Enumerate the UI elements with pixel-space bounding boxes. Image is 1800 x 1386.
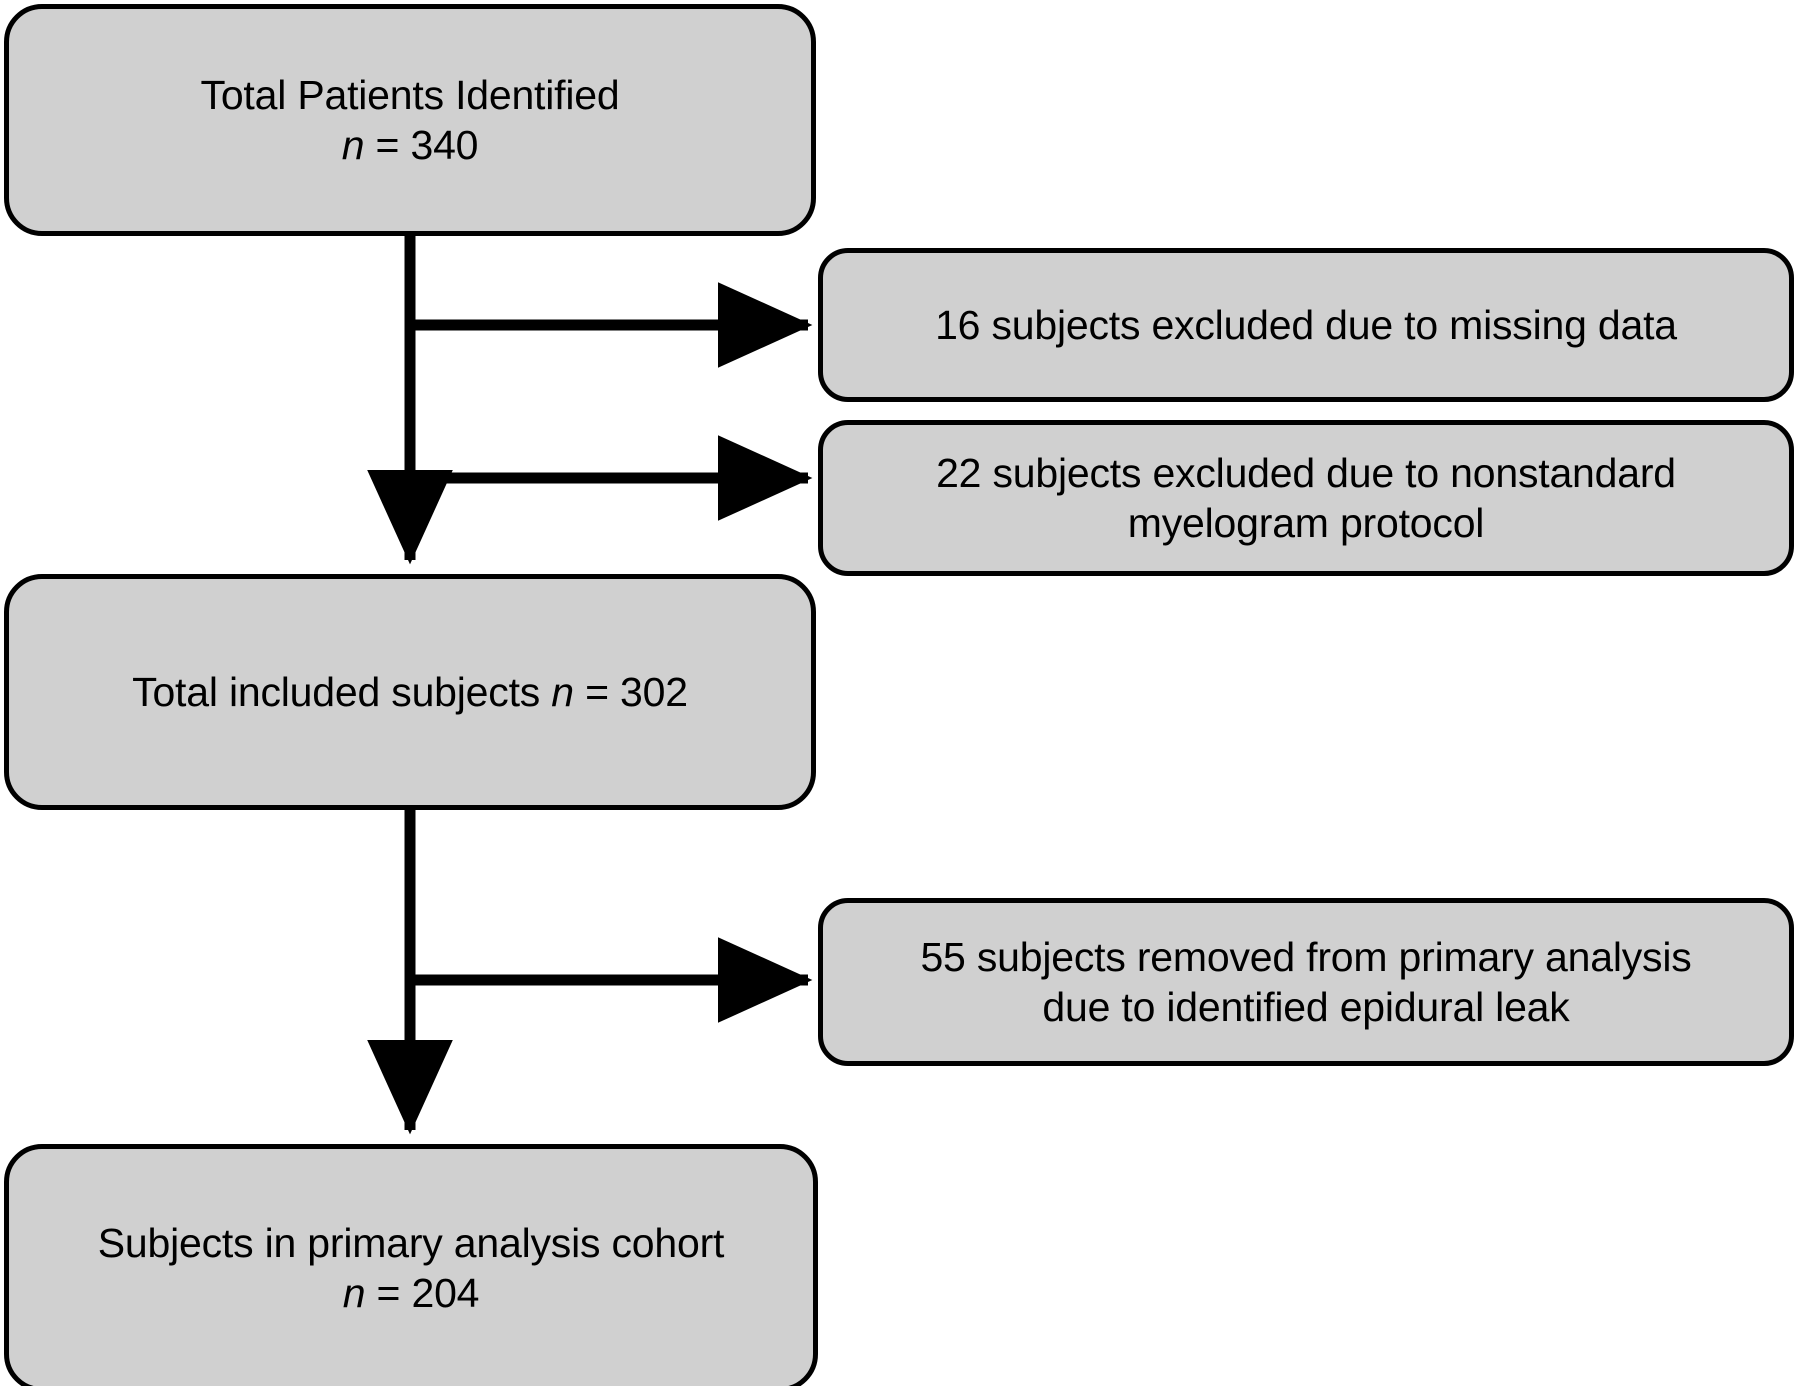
node-title-line: Total included subjects n = 302 <box>35 667 785 717</box>
node-label: Total included subjects n = 302 <box>9 667 811 717</box>
exclusion-line-1: 16 subjects excluded due to missing data <box>935 301 1677 348</box>
equals-sign: = <box>365 1270 412 1316</box>
exclusion-line-1: 55 subjects removed from primary analysi… <box>920 933 1692 980</box>
node-excluded-missing-data: 16 subjects excluded due to missing data <box>818 248 1794 402</box>
n-symbol: n <box>342 1270 366 1316</box>
n-symbol: n <box>551 668 574 715</box>
node-total-included-subjects: Total included subjects n = 302 <box>4 574 816 810</box>
node-title-line: Total Patients Identified <box>200 71 620 118</box>
node-count-line: n = 340 <box>35 120 785 170</box>
equals-sign: = <box>573 668 621 715</box>
node-label: Total Patients Identified n = 340 <box>9 70 811 170</box>
node-label: Subjects in primary analysis cohort n = … <box>9 1218 813 1318</box>
n-symbol: n <box>341 122 365 168</box>
node-count-line: n = 204 <box>35 1268 787 1318</box>
node-title-text: Total included subjects <box>132 668 552 715</box>
count-value: 204 <box>411 1270 480 1316</box>
exclusion-line-2: due to identified epidural leak <box>1042 984 1570 1030</box>
node-total-patients-identified: Total Patients Identified n = 340 <box>4 4 816 236</box>
node-primary-analysis-cohort: Subjects in primary analysis cohort n = … <box>4 1144 818 1386</box>
equals-sign: = <box>364 122 411 168</box>
exclusion-line-2: myelogram protocol <box>1127 500 1485 546</box>
count-value: 340 <box>410 122 479 168</box>
node-title-line: Subjects in primary analysis cohort <box>97 1219 725 1266</box>
node-label: 55 subjects removed from primary analysi… <box>823 932 1789 1032</box>
exclusion-line-1: 22 subjects excluded due to nonstandard <box>936 449 1676 496</box>
node-excluded-nonstandard-protocol: 22 subjects excluded due to nonstandard … <box>818 420 1794 576</box>
node-label: 16 subjects excluded due to missing data <box>823 300 1789 350</box>
count-value: 302 <box>620 668 688 715</box>
node-removed-epidural-leak: 55 subjects removed from primary analysi… <box>818 898 1794 1066</box>
node-label: 22 subjects excluded due to nonstandard … <box>823 448 1789 548</box>
